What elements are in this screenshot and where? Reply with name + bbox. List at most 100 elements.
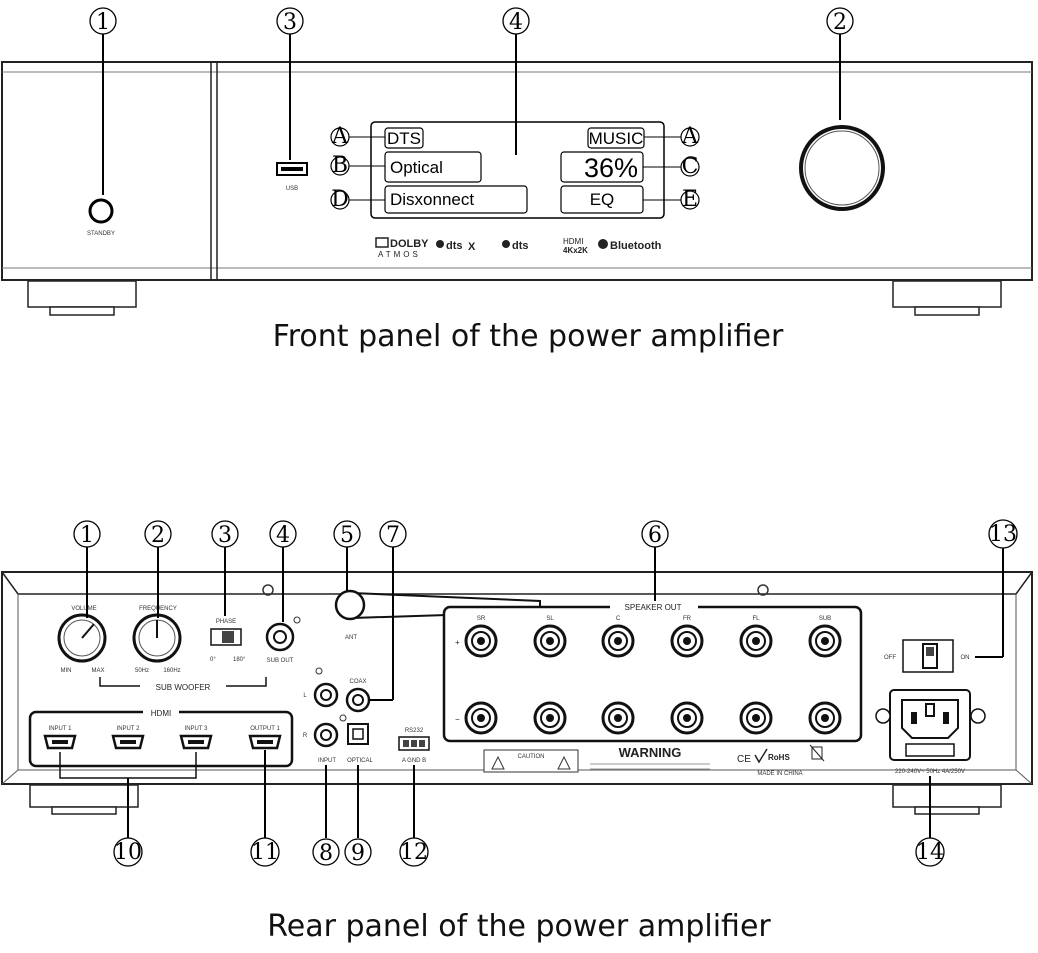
front-foot-right <box>892 280 1002 308</box>
bluetooth-icon <box>598 239 608 249</box>
rear-callout-4: 4 <box>269 520 297 622</box>
rear-callout-6: 6 <box>641 520 669 601</box>
rear-callout-11: 11 <box>250 750 280 867</box>
ce-mark: CE <box>737 754 751 765</box>
inlet-screw-icon <box>970 708 986 724</box>
hdmi-input-3[interactable]: INPUT 3 <box>179 726 213 750</box>
hdmi-output-1[interactable]: OUTPUT 1 <box>248 726 282 750</box>
svg-text:B: B <box>332 153 348 178</box>
letter-callout-b: B <box>330 153 385 178</box>
front-foot-left <box>27 280 137 308</box>
speaker-terminal-ring <box>540 631 560 651</box>
svg-text:E: E <box>682 187 698 212</box>
letter-callout-e: E <box>643 187 700 212</box>
rear-foot-right <box>892 784 1002 808</box>
speaker-terminal-ring <box>608 631 628 651</box>
speaker-terminal-post <box>821 637 829 645</box>
standby-button[interactable] <box>88 198 114 224</box>
svg-text:8: 8 <box>319 841 333 866</box>
svg-text:INPUT 1: INPUT 1 <box>49 726 73 732</box>
speaker-channel-label: SR <box>477 616 486 622</box>
volume-max-label: MAX <box>91 668 104 674</box>
warning-label: WARNING <box>619 745 682 760</box>
letter-callout-a-left: A <box>330 124 385 149</box>
svg-text:11: 11 <box>251 840 279 865</box>
sub-out-label: SUB OUT <box>267 658 294 664</box>
usb-label: USB <box>286 186 298 192</box>
volume-knob[interactable] <box>799 125 885 211</box>
fuse-drawer <box>905 743 955 757</box>
screw-icon <box>757 584 769 596</box>
svg-text:A: A <box>681 124 699 149</box>
speaker-channel-label: SUB <box>819 616 831 622</box>
made-in-label: MADE IN CHINA <box>757 771 802 777</box>
rear-callout-2: 2 <box>144 520 172 618</box>
speaker-terminal-ring <box>471 631 491 651</box>
display-status: Disxonnect <box>390 190 474 209</box>
volume-min-label: MIN <box>61 668 72 674</box>
inlet-screw-icon <box>875 708 891 724</box>
plus-label: + <box>455 638 460 647</box>
rs232-pins-label: A GND B <box>402 758 426 764</box>
speaker-channel-label: FR <box>683 616 692 622</box>
svg-text:1: 1 <box>96 10 110 35</box>
svg-text:D: D <box>331 187 349 212</box>
svg-text:C: C <box>682 154 699 179</box>
speaker-terminal-ring <box>746 708 766 728</box>
rear-callout-12: 12 <box>399 765 429 867</box>
svg-text:12: 12 <box>400 840 428 865</box>
speaker-terminal-post <box>752 714 760 722</box>
dts-hd-icon <box>502 240 510 248</box>
svg-text:10: 10 <box>114 840 142 865</box>
svg-text:A: A <box>331 124 349 149</box>
coax-jack[interactable] <box>345 687 371 713</box>
display-volume: 36% <box>584 153 638 183</box>
volume-label: VOLUME <box>71 606 96 612</box>
speaker-out-group <box>442 605 863 743</box>
screw-icon <box>262 584 274 596</box>
display-input-format: DTS <box>387 129 421 148</box>
coax-label: COAX <box>349 679 366 685</box>
svg-text:14: 14 <box>916 840 944 865</box>
ant-label: ANT <box>345 635 357 641</box>
phase-0-label: 0° <box>210 657 216 663</box>
speaker-terminal-post <box>752 637 760 645</box>
svg-text:INPUT 3: INPUT 3 <box>185 726 209 732</box>
speaker-terminal-post <box>683 637 691 645</box>
front-callout-2: 2 <box>826 7 854 120</box>
optical-jack[interactable] <box>347 723 369 745</box>
freq-high-label: 160Hz <box>163 668 180 674</box>
hdmi-input-2[interactable]: INPUT 2 <box>111 726 145 750</box>
logo-dts-hd: dts <box>512 240 529 252</box>
hdmi-label: HDMI <box>151 709 171 718</box>
rohs-mark: RoHS <box>768 753 790 762</box>
analog-input-l[interactable] <box>313 682 339 708</box>
analog-input-r[interactable] <box>313 722 339 748</box>
front-caption: Front panel of the power amplifier <box>273 319 784 354</box>
rear-callout-13: 13 <box>975 519 1018 658</box>
speaker-terminal-ring <box>815 708 835 728</box>
phase-180-label: 180° <box>233 657 246 663</box>
svg-text:OUTPUT 1: OUTPUT 1 <box>250 726 280 732</box>
speaker-terminal-ring <box>471 708 491 728</box>
logo-dtsx-x: X <box>468 241 476 253</box>
speaker-terminal-post <box>477 714 485 722</box>
speaker-channel-label: FL <box>752 616 760 622</box>
rear-callout-7: 7 <box>369 520 407 701</box>
caution-triangle-icon <box>491 755 505 770</box>
display-source-box <box>384 151 482 183</box>
sub-out-jack[interactable] <box>265 622 295 652</box>
off-label: OFF <box>884 655 896 661</box>
display-mode: MUSIC <box>589 129 644 148</box>
speaker-terminal-post <box>546 637 554 645</box>
speaker-terminal-ring <box>677 708 697 728</box>
rear-callout-3: 3 <box>211 520 239 616</box>
hdmi-input-1[interactable]: INPUT 1 <box>43 726 77 750</box>
speaker-terminal-ring <box>815 631 835 651</box>
phase-label: PHASE <box>216 619 236 625</box>
speaker-channel-label: C <box>616 616 621 622</box>
svg-text:13: 13 <box>989 522 1017 547</box>
letter-callout-c: C <box>643 154 700 179</box>
